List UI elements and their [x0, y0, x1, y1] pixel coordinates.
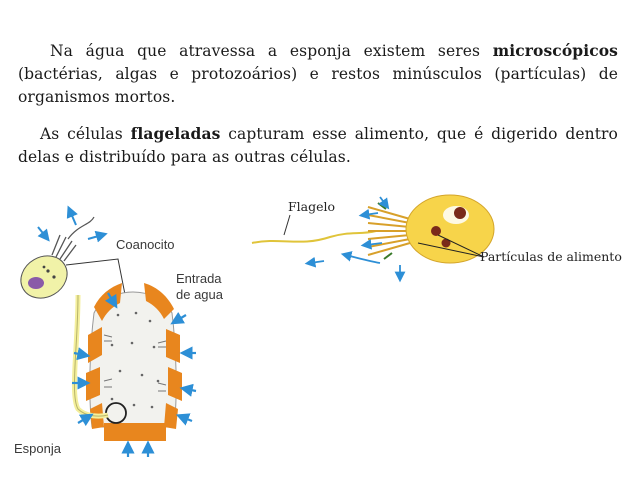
p2-trail: capturam esse alimento, que é digerido d… [18, 124, 618, 166]
p1-trail: (bactérias, algas e protozoários) e rest… [18, 64, 618, 106]
food-particle-3 [441, 238, 451, 248]
flagellated-cell-illustration: Flagelo Partículas de alimento [251, 194, 622, 283]
cell-collar [367, 206, 411, 256]
label-coanocito: Coanocito [116, 237, 175, 252]
sponge-illustration: Coanocito Entrada de agua [14, 205, 224, 457]
p1-lead: Na água que atravessa a esponja existem … [50, 41, 493, 60]
flagellum [251, 230, 377, 244]
choanocyte-cell [20, 205, 108, 299]
p2-bold-term: flageladas [130, 123, 221, 143]
label-flagelo: Flagelo [288, 199, 335, 214]
label-esponja: Esponja [14, 441, 62, 456]
paragraph-flagellated-cells: As células flageladas capturam esse alim… [18, 122, 618, 169]
label-particulas: Partículas de alimento [480, 249, 622, 264]
label-entrada-line2: de agua [176, 287, 224, 302]
cell-body [405, 194, 495, 264]
paragraph-microscopic-beings: Na água que atravessa a esponja existem … [18, 39, 618, 109]
p1-bold-term: microscópicos [492, 40, 618, 60]
sponge-body [86, 283, 182, 441]
food-particle-2 [431, 226, 441, 236]
food-particle-1 [454, 207, 466, 219]
label-entrada-line1: Entrada [176, 271, 222, 286]
p2-lead: As células [40, 124, 131, 143]
